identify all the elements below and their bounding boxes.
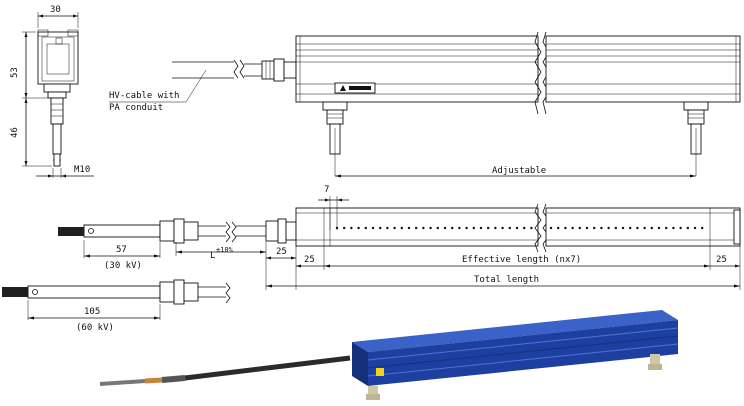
dim-adjustable: Adjustable [492,166,546,176]
emitter-point [679,226,682,230]
emitter-point [458,226,461,230]
emitter-point [379,226,382,230]
emitter-point [487,226,490,230]
emitter-point [672,226,675,230]
hv-cable-label-line1: HV-cable with [109,91,179,101]
emitter-point [343,226,346,230]
emitter-point [657,226,661,230]
emitter-point [415,226,418,230]
emitter-point [357,226,360,230]
emitter-point [422,226,425,230]
photo-bar-top [352,310,678,352]
emitter-point [665,226,668,230]
top-bar-left [295,35,539,103]
emitter-point [643,226,646,230]
emitter-point [393,226,396,230]
emitter-point [629,226,632,230]
product-photo [99,310,679,400]
dim-kv-60: (60 kV) [76,323,114,333]
emitter-point [400,226,403,230]
emitter-point [472,226,475,230]
emitter-point [443,226,447,230]
emitter-point [429,226,432,230]
emitter-point [701,226,704,230]
emitter-point [350,226,353,230]
emitter-point [650,226,653,230]
dim-end-25-right: 25 [716,255,727,265]
side-stud [50,97,64,125]
dim-gap-7: 7 [324,185,329,195]
emitter-point [578,226,581,230]
front-bar-left [295,207,539,247]
emitter-point [636,226,639,230]
emitter-point [600,226,603,230]
emitter-point [371,226,375,230]
front-view: 7 L ±10% 25 25 25 Effective length (nx7)… [58,185,741,290]
emitter-points-right [549,226,704,230]
photo-warning-sticker [376,368,384,376]
dim-cable-tolerance: ±10% [216,246,234,254]
photo-cable [184,355,351,381]
emitter-point [436,226,439,230]
dim-len-57: 57 [116,245,127,255]
emitter-point [614,226,617,230]
emitter-point [494,226,497,230]
emitter-point [557,226,560,230]
dim-total-length: Total length [474,275,539,285]
emitter-point [501,226,504,230]
warning-icon [340,85,346,91]
side-housing [37,31,79,85]
emitter-point [407,226,411,230]
emitter-point [508,226,511,230]
dim-height-46: 46 [10,127,20,138]
emitter-point [530,226,533,230]
emitter-point [571,226,574,230]
emitter-point [564,226,567,230]
emitter-point [386,226,389,230]
probe-60kv-spring [2,287,28,297]
hv-cable-label-line2: PA conduit [109,103,163,113]
dim-effective-length: Effective length (nx7) [462,255,581,265]
emitter-point [693,226,697,230]
dim-cable-length: L [210,251,215,261]
emitter-point [593,226,596,230]
emitter-points-left [335,226,533,230]
emitter-point [465,226,468,230]
emitter-point [621,226,625,230]
dim-height-53: 53 [10,67,20,78]
probe-60kv: 105 (60 kV) [2,279,231,333]
emitter-point [686,226,689,230]
top-view: Adjustable HV-cable with PA conduit [109,31,741,178]
dim-thread-m10: M10 [74,165,90,175]
dim-len-105: 105 [84,307,100,317]
front-bar-right [545,207,741,247]
side-view: 30 53 46 M10 [10,5,94,178]
emitter-point [607,226,610,230]
top-bar-right [545,35,741,103]
emitter-point [364,226,367,230]
dim-end-25-outer: 25 [276,247,287,257]
dim-kv-30: (30 kV) [104,261,142,271]
emitter-point [479,226,483,230]
dim-end-25-left: 25 [304,255,315,265]
emitter-point [451,226,454,230]
emitter-point [585,226,589,230]
emitter-point [549,226,553,230]
emitter-point [515,226,519,230]
emitter-point [523,226,526,230]
dim-width-30: 30 [50,5,61,15]
probe-30kv-spring [58,227,84,236]
